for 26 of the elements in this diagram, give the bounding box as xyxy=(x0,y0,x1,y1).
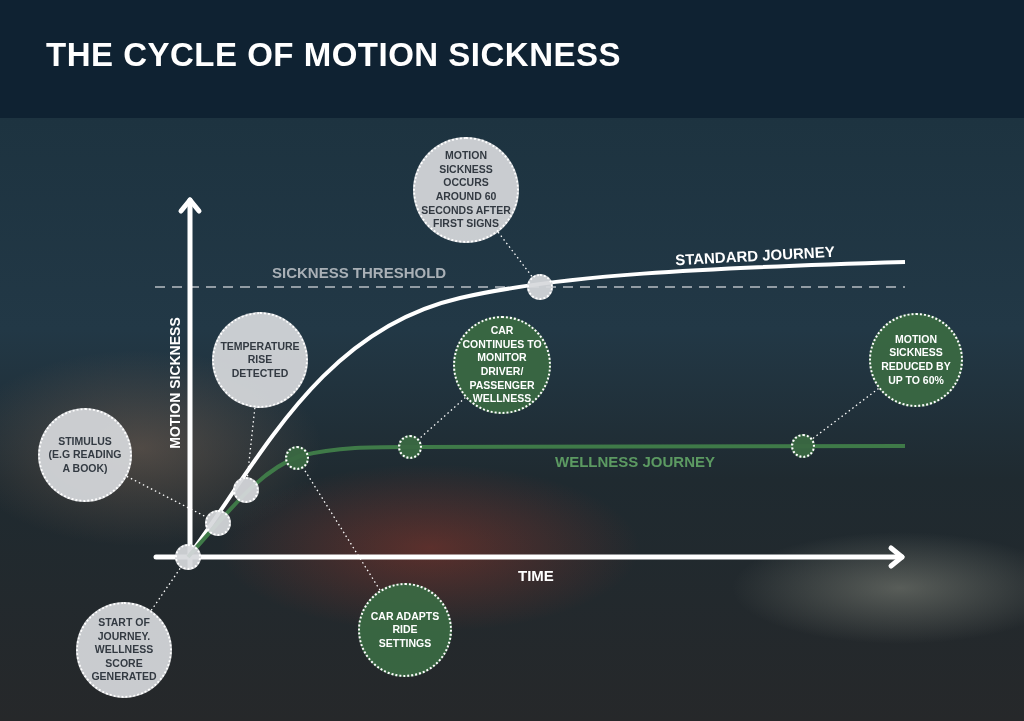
leader-line xyxy=(497,231,533,278)
leader-line xyxy=(246,407,256,478)
axis-label: TIME xyxy=(518,567,554,584)
callout-text: MOTION SICKNESS REDUCED BY UP TO 60% xyxy=(880,332,952,388)
marker-dot xyxy=(285,446,309,470)
curve-label: STANDARD JOURNEY xyxy=(674,242,836,269)
marker-dot xyxy=(791,434,815,458)
marker-dot xyxy=(175,544,201,570)
axis-label: MOTION SICKNESS xyxy=(166,317,183,449)
callout-text: TEMPERATURE RISE DETECTED xyxy=(220,339,300,381)
leader-line xyxy=(150,567,182,612)
threshold-label: SICKNESS THRESHOLD xyxy=(272,264,447,281)
callout-text: MOTION SICKNESS OCCURS AROUND 60 SECONDS AFTER FIRST SIGNS xyxy=(421,149,511,231)
callout-text: START OF JOURNEY. WELLNESS SCORE GENERATED xyxy=(90,615,158,685)
callout-text: STIMULUS (E.G READING A BOOK) xyxy=(47,434,123,476)
leader-line xyxy=(418,396,467,440)
callout-text: CAR ADAPTS RIDE SETTINGS xyxy=(369,609,441,651)
callout-text: CAR CONTINUES TO MONITOR DRIVER/ PASSENGER WELLNESS xyxy=(461,324,543,406)
leader-line xyxy=(302,467,381,591)
marker-dot xyxy=(233,477,259,503)
marker-dot xyxy=(398,435,422,459)
marker-dot xyxy=(527,274,553,300)
title: THE CYCLE OF MOTION SICKNESS xyxy=(46,36,622,74)
curve-label: WELLNESS JOURNEY xyxy=(555,453,716,470)
leader-line xyxy=(126,475,208,518)
marker-dot xyxy=(205,510,231,536)
